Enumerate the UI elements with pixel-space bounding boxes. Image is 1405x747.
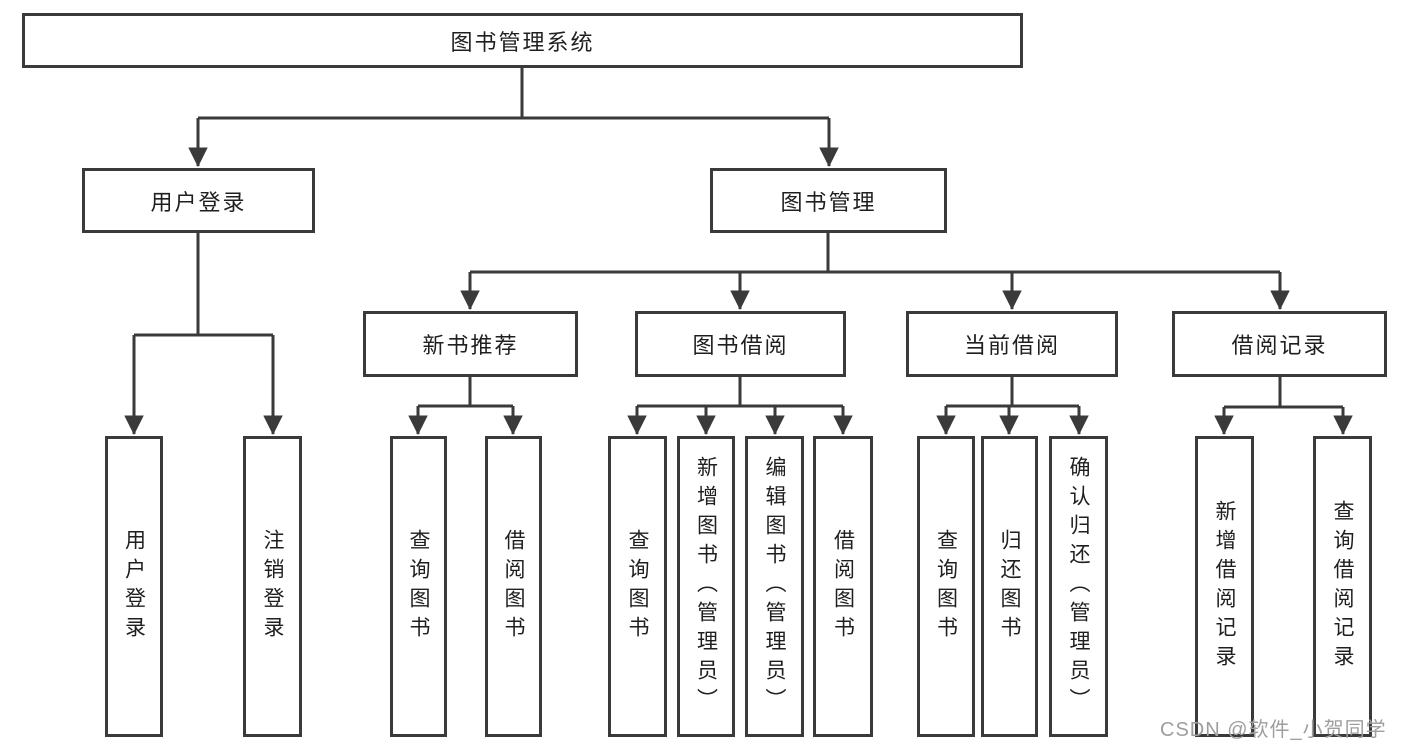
node-new-book-recommend: 新书推荐 (363, 311, 578, 377)
leaf-add-book-admin-label: 新增图书（管理员） (694, 456, 718, 717)
node-book-borrowing-label: 图书借阅 (692, 333, 789, 358)
leaf-add-borrow-record-label: 新增借阅记录 (1213, 499, 1236, 674)
node-current-borrowing: 当前借阅 (906, 311, 1118, 377)
leaf-borrow-books-1: 借阅图书 (485, 436, 542, 737)
leaf-borrow-books-2: 借阅图书 (813, 436, 873, 737)
node-borrowing-records-label: 借阅记录 (1231, 333, 1328, 358)
node-user-login-label: 用户登录 (150, 189, 247, 215)
leaf-query-books-2-label: 查询图书 (626, 528, 649, 645)
leaf-logout-label: 注销登录 (261, 528, 284, 645)
leaf-add-borrow-record: 新增借阅记录 (1195, 436, 1254, 737)
leaf-query-books-2: 查询图书 (608, 436, 667, 737)
node-root: 图书管理系统 (22, 13, 1023, 68)
leaf-user-login-label: 用户登录 (122, 528, 146, 645)
leaf-query-books-3-label: 查询图书 (934, 528, 958, 645)
node-current-borrowing-label: 当前借阅 (963, 333, 1060, 358)
node-book-management: 图书管理 (710, 168, 947, 233)
leaf-query-books-1-label: 查询图书 (407, 528, 430, 645)
node-new-book-recommend-label: 新书推荐 (422, 333, 519, 358)
leaf-borrow-books-1-label: 借阅图书 (502, 528, 525, 645)
leaf-user-login: 用户登录 (105, 436, 163, 737)
leaf-confirm-return-admin: 确认归还（管理员） (1049, 436, 1108, 737)
leaf-borrow-books-2-label: 借阅图书 (831, 528, 855, 645)
leaf-edit-book-admin: 编辑图书（管理员） (745, 436, 804, 737)
leaf-query-borrow-record: 查询借阅记录 (1313, 436, 1372, 737)
leaf-return-books: 归还图书 (981, 436, 1038, 737)
node-book-management-label: 图书管理 (780, 189, 877, 215)
node-user-login: 用户登录 (82, 168, 315, 233)
leaf-logout: 注销登录 (243, 436, 302, 737)
leaf-query-books-3: 查询图书 (917, 436, 975, 737)
node-root-label: 图书管理系统 (450, 29, 595, 55)
leaf-query-books-1: 查询图书 (390, 436, 447, 737)
leaf-edit-book-admin-label: 编辑图书（管理员） (763, 456, 786, 717)
leaf-return-books-label: 归还图书 (998, 528, 1021, 645)
leaf-query-borrow-record-label: 查询借阅记录 (1331, 499, 1354, 674)
leaf-add-book-admin: 新增图书（管理员） (677, 436, 735, 737)
node-borrowing-records: 借阅记录 (1172, 311, 1387, 377)
leaf-confirm-return-admin-label: 确认归还（管理员） (1067, 456, 1090, 717)
node-book-borrowing: 图书借阅 (635, 311, 846, 377)
watermark: CSDN @软件_小贺同学 (1160, 719, 1387, 741)
